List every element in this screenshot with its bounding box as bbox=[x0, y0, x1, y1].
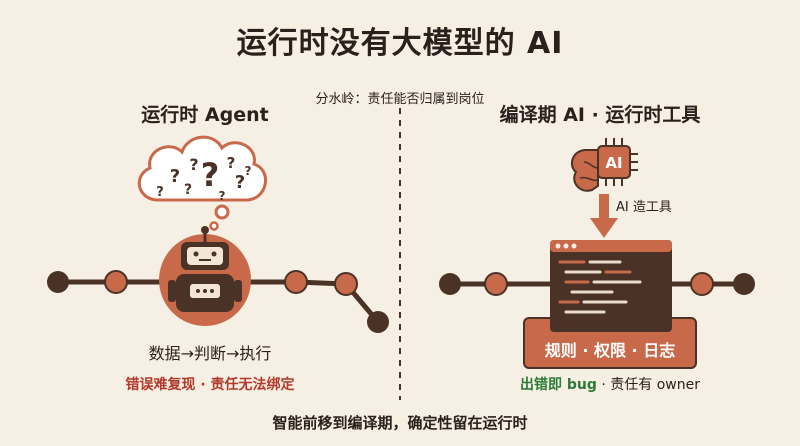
left-warning: 错误难复现 · 责任无法绑定 bbox=[125, 377, 295, 393]
left-heading: 运行时 Agent bbox=[141, 104, 269, 126]
question-mark-3: ? bbox=[201, 156, 220, 194]
code-window-icon bbox=[523, 240, 697, 369]
question-mark-9: ? bbox=[245, 164, 252, 178]
footer-summary: 智能前移到编译期，确定性留在运行时 bbox=[272, 414, 528, 432]
question-mark-5: ? bbox=[235, 172, 245, 193]
left-node-4 bbox=[334, 272, 358, 296]
right-status: 出错即 bug · 责任有 owner bbox=[470, 374, 750, 394]
question-mark-4: ? bbox=[227, 154, 236, 172]
question-mark-6: ? bbox=[156, 185, 164, 200]
right-node-3 bbox=[690, 272, 714, 296]
arrow-label: AI 造工具 bbox=[616, 200, 672, 215]
question-mark-2: ? bbox=[189, 155, 198, 174]
thought-cloud-icon bbox=[137, 135, 267, 202]
rules-panel-label: 规则 · 权限 · 日志 bbox=[544, 341, 676, 360]
divider-subtitle: 分水岭：责任能否归属到岗位 bbox=[315, 92, 485, 107]
ai-chip-icon bbox=[570, 138, 638, 192]
right-node-end bbox=[733, 273, 755, 295]
ai-chip-label: AI bbox=[605, 154, 622, 172]
left-caption: 数据→判断→执行 bbox=[148, 344, 272, 363]
right-heading: 编译期 AI · 运行时工具 bbox=[499, 104, 701, 126]
robot-icon bbox=[159, 226, 251, 326]
thought-bubble-tiny bbox=[209, 221, 219, 231]
question-mark-7: ? bbox=[184, 182, 192, 198]
right-node-2 bbox=[484, 272, 508, 296]
left-node-start bbox=[47, 271, 69, 293]
thought-bubble-small bbox=[214, 204, 230, 220]
down-arrow-icon bbox=[590, 194, 618, 238]
left-node-3 bbox=[284, 270, 308, 294]
left-node-2 bbox=[104, 270, 128, 294]
page-title: 运行时没有大模型的 AI bbox=[236, 26, 564, 61]
question-mark-8: ? bbox=[219, 189, 226, 203]
right-node-start bbox=[439, 273, 461, 295]
right-status-rest: · 责任有 owner bbox=[596, 377, 700, 393]
right-status-green: 出错即 bug bbox=[520, 377, 597, 393]
question-mark-1: ? bbox=[170, 166, 180, 187]
left-node-end bbox=[367, 311, 389, 333]
